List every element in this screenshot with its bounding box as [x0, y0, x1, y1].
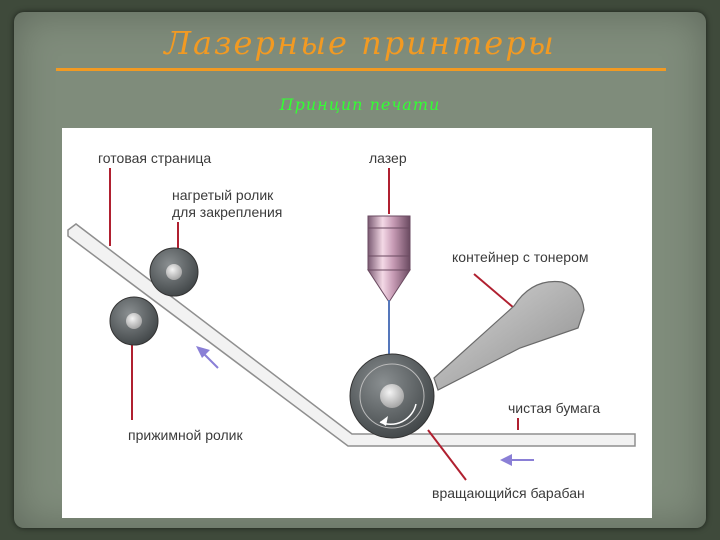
heated-roller-icon: [149, 247, 199, 297]
leader-toner: [473, 273, 515, 309]
title-underline: [56, 68, 666, 71]
slide-title: Лазерные принтеры: [164, 24, 556, 62]
label-finished-page: готовая страница: [98, 150, 211, 166]
label-heated-roller-1: нагретый ролик: [172, 187, 274, 203]
label-laser: лазер: [369, 150, 407, 166]
label-blank-paper: чистая бумага: [508, 400, 600, 416]
label-rotating-drum: вращающийся барабан: [432, 485, 585, 501]
arrow-icon: [196, 346, 534, 466]
label-pressure-roller: прижимной ролик: [128, 427, 243, 443]
laser-printer-diagram: готовая страница нагретый ролик для закр…: [67, 150, 636, 501]
leader-drum: [427, 429, 467, 481]
toner-container-icon: [433, 280, 585, 391]
laser-head-icon: [367, 215, 411, 303]
paper-path: [67, 223, 636, 447]
pressure-roller-icon: [109, 296, 159, 346]
label-toner-container: контейнер с тонером: [452, 249, 589, 265]
drum-icon: [349, 353, 435, 439]
slide-subtitle: Принцип печати: [279, 95, 441, 114]
diagram-panel: готовая страница нагретый ролик для закр…: [62, 128, 652, 518]
label-heated-roller-2: для закрепления: [172, 204, 282, 220]
leader-lines: [109, 168, 519, 481]
